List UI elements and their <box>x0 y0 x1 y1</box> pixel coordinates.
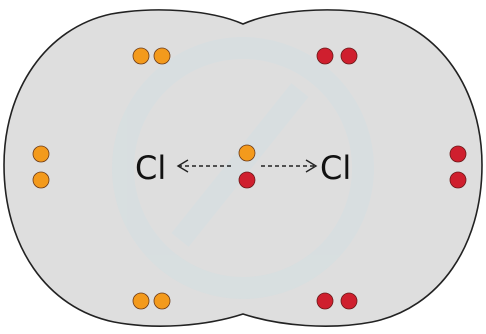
right-atom-label: Cl <box>320 149 351 187</box>
shared-electron-left <box>238 144 256 162</box>
left-electron <box>32 171 50 189</box>
left-electron <box>153 292 171 310</box>
arrow-head-right-icon <box>305 159 318 173</box>
watermark-pattern <box>112 37 374 299</box>
right-electron <box>340 47 358 65</box>
shared-electron-right <box>238 171 256 189</box>
electron-cloud <box>3 9 483 327</box>
left-electrons <box>32 47 256 310</box>
right-electrons <box>238 47 467 310</box>
left-electron <box>132 292 150 310</box>
left-electron <box>132 47 150 65</box>
right-electron <box>316 47 334 65</box>
bond-arrow <box>176 159 318 173</box>
arrow-head-left-icon <box>176 159 189 173</box>
right-electron <box>449 145 467 163</box>
left-atom-label: Cl <box>135 149 166 187</box>
right-electron <box>449 171 467 189</box>
right-electron <box>340 292 358 310</box>
left-electron <box>32 145 50 163</box>
right-electron <box>316 292 334 310</box>
left-electron <box>153 47 171 65</box>
